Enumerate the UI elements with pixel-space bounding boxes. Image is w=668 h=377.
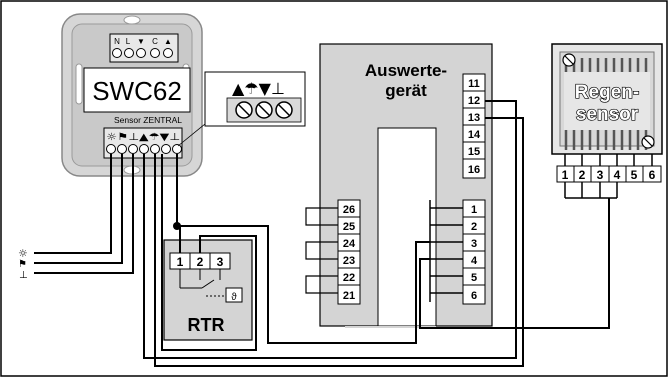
terminal-label: 25	[343, 221, 355, 233]
terminal-label: 6	[471, 290, 477, 302]
terminal-label: 26	[343, 204, 355, 216]
terminal-label: 16	[468, 164, 480, 176]
wire-ground-input	[34, 154, 134, 274]
swc62-top-screws	[112, 48, 173, 58]
swc62-device: N L ▼ C ▲ SWC62 Sensor ZENTRAL ☼⚑⊥▲☂▼⊥	[61, 13, 203, 177]
regensensor-leads	[564, 154, 653, 166]
callout-screw-heads	[235, 101, 293, 119]
terminal-label: 21	[343, 290, 355, 302]
terminal-label: 23	[343, 255, 355, 267]
rtr-sensor-symbol: ϑ	[231, 292, 237, 303]
terminal-label: 24	[343, 238, 356, 250]
swc62-top-terminal-label: ▲	[164, 37, 172, 46]
swc62-top-terminal-label: ▼	[137, 37, 145, 46]
regensensor-bracket	[564, 182, 618, 199]
regensensor-terminals: 1 2 3 4 5 6	[556, 165, 662, 183]
auswerte-terminals-11-16: 11 12 13 14 15 16	[462, 73, 486, 179]
auswerte-terminals-21-26: 26 25 24 23 22 21	[337, 199, 361, 305]
terminal-callout: ▲☂▼⊥	[177, 71, 306, 147]
swc62-top-terminal-label: C	[152, 37, 158, 46]
wire-sun-input	[34, 154, 112, 254]
terminal-bus-bar	[429, 200, 463, 302]
rtr-terminal-label: 2	[197, 255, 204, 269]
rtr-terminal-label: 3	[217, 255, 224, 269]
terminal-label: 1	[471, 204, 477, 216]
wire-swc-to-13	[154, 117, 524, 367]
rtr-label: RTR	[188, 315, 225, 335]
wire-regensensor-to-auswerte	[419, 198, 610, 329]
regensensor-screws	[562, 53, 655, 149]
wire-wind-input	[34, 154, 123, 264]
left-input-symbols: ☼ ⚑ ⊥	[18, 247, 28, 281]
auswerte-terminals-1-6: 1 2 3 4 5 6	[462, 199, 486, 305]
wire-rtr2	[161, 154, 257, 351]
auswerte-title-line2: gerät	[385, 81, 427, 100]
ground-icon: ⊥	[19, 270, 28, 281]
regensensor-label-line2: sensor	[576, 104, 639, 125]
regensensor-label-line1: Regen-	[575, 82, 639, 103]
terminal-label: 12	[468, 95, 480, 107]
swc62-mount-slot	[75, 63, 83, 105]
terminal-label: 6	[649, 168, 656, 182]
terminal-label: 5	[471, 272, 477, 284]
terminal-label: 22	[343, 272, 355, 284]
rtr-device: 1 2 3 ϑ RTR	[163, 239, 253, 341]
swc62-top-terminal-label: L	[126, 37, 131, 46]
wind-flag-icon: ⚑	[18, 259, 27, 270]
terminal-label: 4	[471, 255, 478, 267]
swc62-screw-hole	[123, 15, 141, 25]
wire-junction-to-auswerte-3	[177, 225, 430, 344]
callout-symbols: ▲☂▼⊥	[232, 79, 285, 98]
swc62-subtitle: Sensor ZENTRAL	[114, 115, 182, 125]
swc62-title: SWC62	[92, 76, 182, 106]
auswerte-title-line1: Auswerte-	[365, 61, 447, 80]
auswertegeraet: Auswerte- gerät 11 12 13 14 15 16 1 2	[305, 43, 493, 328]
sun-icon: ☼	[18, 247, 28, 260]
rtr-terminal-label: 1	[177, 255, 184, 269]
terminal-label: 14	[468, 129, 481, 141]
swc62-display	[83, 67, 191, 113]
rtr-switch	[179, 269, 226, 297]
swc62-top-terminal-labels: N L ▼ C ▲	[114, 37, 172, 46]
rtr-sensor-box	[225, 287, 243, 303]
callout-leader	[177, 123, 206, 147]
regensensor: Regen- sensor 1 2 3 4 5 6	[551, 43, 663, 199]
swc62-bottom-symbols: ☼⚑⊥▲☂▼⊥	[106, 132, 180, 143]
terminal-label: 11	[468, 78, 480, 90]
wires	[34, 100, 610, 367]
terminal-label: 3	[597, 168, 604, 182]
swc62-bottom-screws	[106, 144, 182, 154]
terminal-label: 13	[468, 112, 480, 124]
terminal-label: 1	[562, 168, 569, 182]
swc62-top-terminal-label: N	[114, 37, 120, 46]
terminal-label: 2	[579, 168, 586, 182]
terminal-label: 5	[631, 168, 638, 182]
terminal-label: 15	[468, 146, 480, 158]
terminal-label: 3	[471, 238, 477, 250]
jumper-loops	[305, 207, 338, 294]
terminal-label: 2	[471, 221, 477, 233]
wire-swc-to-12	[143, 100, 517, 359]
terminal-label: 4	[614, 168, 621, 182]
